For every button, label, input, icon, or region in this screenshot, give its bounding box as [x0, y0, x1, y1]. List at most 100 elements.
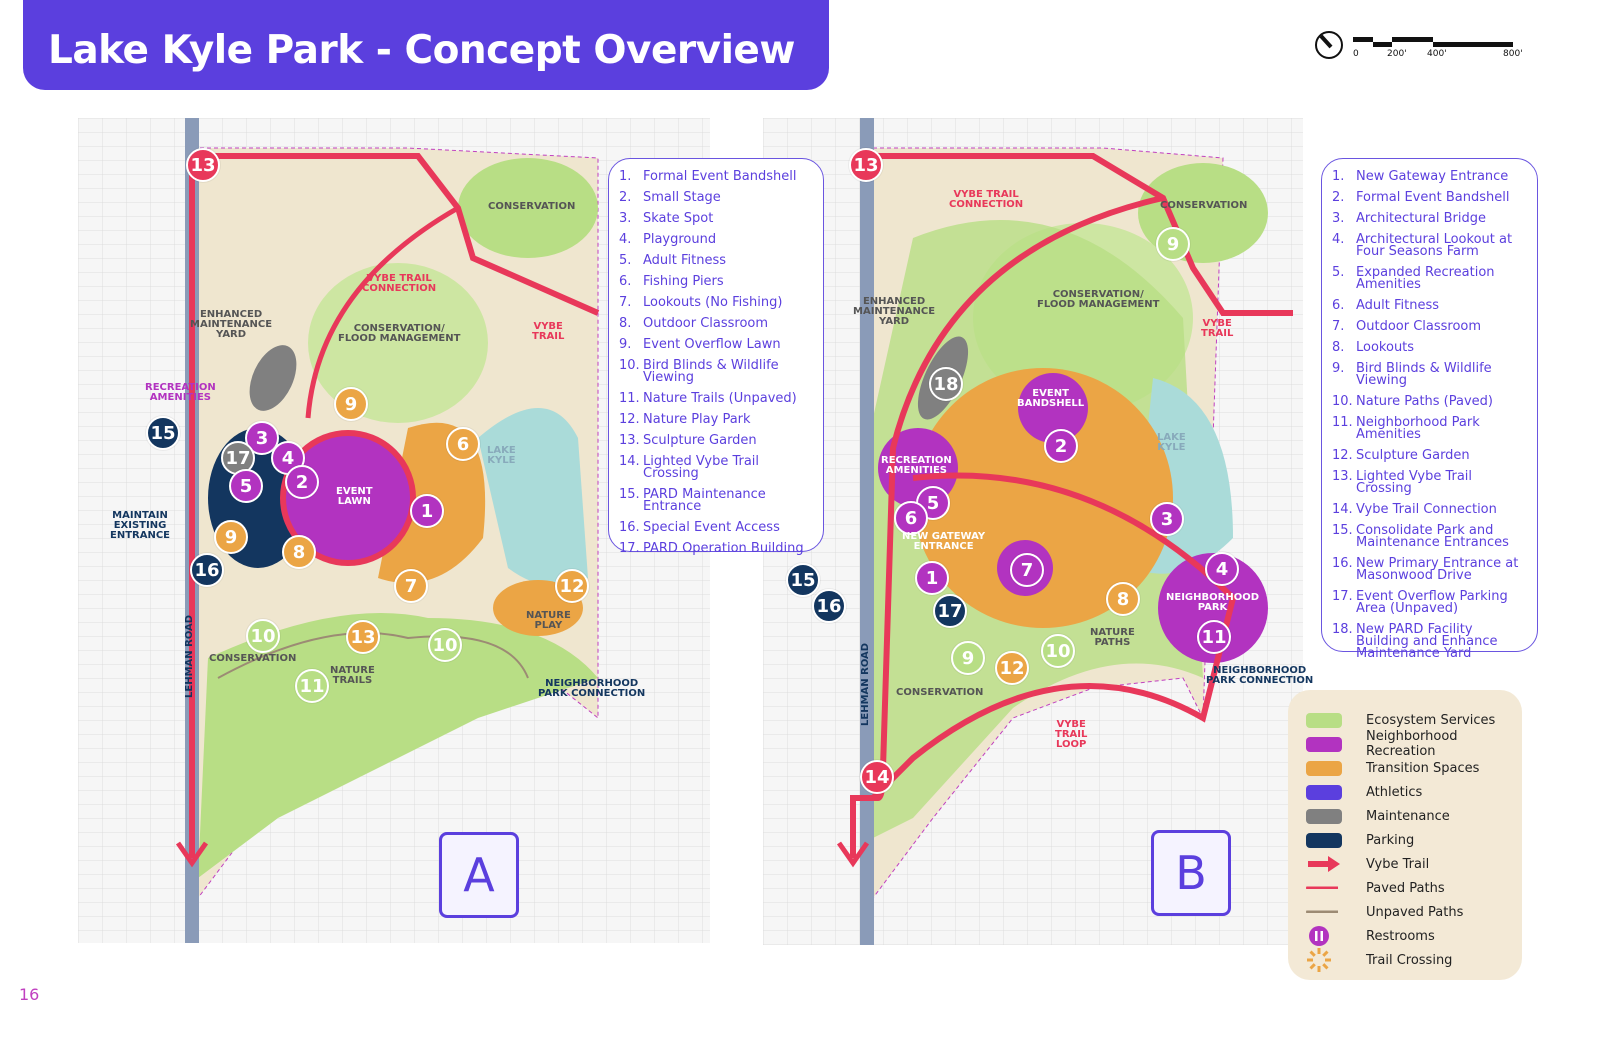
item-label: Fishing Piers — [643, 274, 724, 289]
map-label-vybe-conn: VYBE TRAIL CONNECTION — [362, 273, 437, 294]
legend-label: Unpaved Paths — [1366, 904, 1464, 920]
item-number: 9. — [619, 337, 632, 352]
item-number: 16. — [1332, 556, 1353, 571]
legend-item: Ecosystem Services — [1306, 708, 1522, 732]
item-label: Lookouts — [1356, 340, 1415, 355]
legend-item: Neighborhood Recreation — [1306, 729, 1522, 759]
legend-label: Restrooms — [1366, 928, 1435, 944]
map-marker-10: 10 — [246, 619, 280, 653]
legend-item: Athletics — [1306, 780, 1522, 804]
concept-a-letter: A — [439, 832, 519, 918]
item-label: New Primary Entrance at Masonwood Drive — [1356, 556, 1519, 583]
map-label-nbhd: NEIGHBORHOOD PARK CONNECTION — [538, 678, 646, 699]
item-label: Neighborhood Park Amenities — [1356, 415, 1480, 442]
map-label-cons-flood: CONSERVATION/ FLOOD MANAGEMENT — [338, 323, 461, 344]
item-label: Consolidate Park and Maintenance Entranc… — [1356, 523, 1509, 550]
concept-a-map — [78, 118, 710, 943]
key-list-item: 3. Skate Spot — [619, 211, 813, 226]
map-marker-1: 1 — [410, 494, 444, 528]
item-number: 17. — [619, 541, 640, 556]
item-number: 3. — [1332, 211, 1345, 226]
map-label-vybe-trail: VYBE TRAIL — [1201, 318, 1234, 339]
map-marker-18: 18 — [929, 367, 963, 401]
map-marker-17: 17 — [221, 441, 255, 475]
scale-label: 800' — [1503, 49, 1523, 59]
key-list-item: 12.Sculpture Garden — [1332, 449, 1527, 462]
scale-label: 0 — [1353, 49, 1359, 59]
key-list-item: 9. Bird Blinds & Wildlife Viewing — [1332, 361, 1527, 388]
item-number: 9. — [1332, 361, 1345, 376]
item-label: Vybe Trail Connection — [1356, 502, 1497, 517]
item-number: 14. — [1332, 502, 1353, 517]
map-marker-7: 7 — [394, 569, 428, 603]
item-number: 4. — [619, 232, 632, 247]
map-marker-2: 2 — [1044, 429, 1078, 463]
map-label-conservation: CONSERVATION — [896, 687, 984, 698]
key-list-item: 6.Fishing Piers — [619, 274, 813, 289]
item-label: Event Overflow Lawn — [643, 337, 781, 352]
concept-b-map — [763, 118, 1303, 945]
key-list-item: 7.Lookouts (No Fishing) — [619, 296, 813, 309]
item-label: Special Event Access — [643, 520, 780, 535]
vybe-arrow-icon — [1308, 856, 1340, 872]
item-label: Architectural Bridge — [1356, 211, 1486, 226]
item-label: Lighted Vybe Trail Crossing — [1356, 469, 1473, 496]
key-list-item: 11.Neighborhood Park Amenities — [1332, 415, 1527, 442]
item-number: 5. — [1332, 265, 1345, 280]
map-label-vybe-loop: VYBE TRAIL LOOP — [1055, 719, 1088, 750]
legend-item: Maintenance — [1306, 804, 1522, 828]
key-list-item: 5.Expanded Recreation Amenities — [1332, 265, 1527, 291]
road-label: LEHMAN ROAD — [860, 642, 871, 726]
item-number: 16. — [619, 520, 640, 535]
legend-label: Transition Spaces — [1366, 760, 1480, 776]
key-list-item: 3. Architectural Bridge — [1332, 211, 1527, 226]
map-label-event-bandshell: EVENT BANDSHELL — [1017, 388, 1085, 409]
item-label: Bird Blinds & Wildlife Viewing — [1356, 361, 1492, 388]
legend-label: Athletics — [1366, 784, 1423, 800]
legend-item: Unpaved Paths — [1306, 900, 1522, 924]
trail-crossing-sunburst-icon — [1307, 948, 1331, 972]
key-list-item: 16.Special Event Access — [619, 520, 813, 535]
map-marker-6: 6 — [446, 427, 480, 461]
map-marker-16: 16 — [190, 553, 224, 587]
item-number: 1. — [1332, 169, 1345, 184]
key-list-item: 17.Event Overflow Parking Area (Unpaved) — [1332, 589, 1527, 616]
key-list-item: 4.Architectural Lookout at Four Seasons … — [1332, 232, 1527, 259]
map-marker-9: 9 — [334, 387, 368, 421]
map-marker-8: 8 — [282, 535, 316, 569]
map-label-lake: LAKE KYLE — [487, 445, 516, 466]
item-number: 3. — [619, 211, 632, 226]
concept-b-letter: B — [1151, 830, 1231, 916]
key-list-item: 2.Formal Event Bandshell — [1332, 191, 1527, 204]
item-number: 13. — [1332, 469, 1353, 484]
map-label-gateway: NEW GATEWAY ENTRANCE — [902, 531, 986, 552]
transition-swatch-icon — [1306, 760, 1342, 776]
map-label-conservation: CONSERVATION — [209, 653, 297, 664]
item-label: Formal Event Bandshell — [643, 169, 797, 184]
item-number: 13. — [619, 433, 640, 448]
item-number: 7. — [1332, 319, 1345, 334]
key-list-item: 15.PARD Maintenance Entrance — [619, 488, 813, 513]
map-marker-3: 3 — [1150, 502, 1184, 536]
scale-bar: 0 200' 400' 800' — [1313, 30, 1533, 70]
item-number: 12. — [619, 412, 640, 427]
map-label-nbhd-park: NEIGHBORHOOD PARK — [1166, 592, 1259, 613]
key-list-item: 8.Outdoor Classroom — [619, 317, 813, 330]
path-line-icon — [1306, 910, 1338, 913]
key-list-item: 15.Consolidate Park and Maintenance Entr… — [1332, 523, 1527, 550]
map-marker-15: 15 — [786, 563, 820, 597]
item-label: Architectural Lookout at Four Seasons Fa… — [1356, 232, 1513, 259]
item-label: Skate Spot — [643, 211, 714, 226]
legend-label: Maintenance — [1366, 808, 1450, 824]
legend-label: Parking — [1366, 832, 1415, 848]
legend-label: Trail Crossing — [1366, 952, 1453, 968]
key-list-item: 10.Bird Blinds & Wildlife Viewing — [619, 359, 813, 384]
item-number: 18. — [1332, 622, 1353, 637]
item-label: Event Overflow Parking Area (Unpaved) — [1356, 589, 1508, 616]
map-marker-9: 9 — [1156, 227, 1190, 261]
north-arrow-icon — [1315, 31, 1513, 59]
key-list-item: 14.Lighted Vybe Trail Crossing — [619, 455, 813, 480]
map-label-event-lawn: EVENT LAWN — [336, 486, 373, 507]
item-label: PARD Operation Building — [643, 541, 804, 556]
